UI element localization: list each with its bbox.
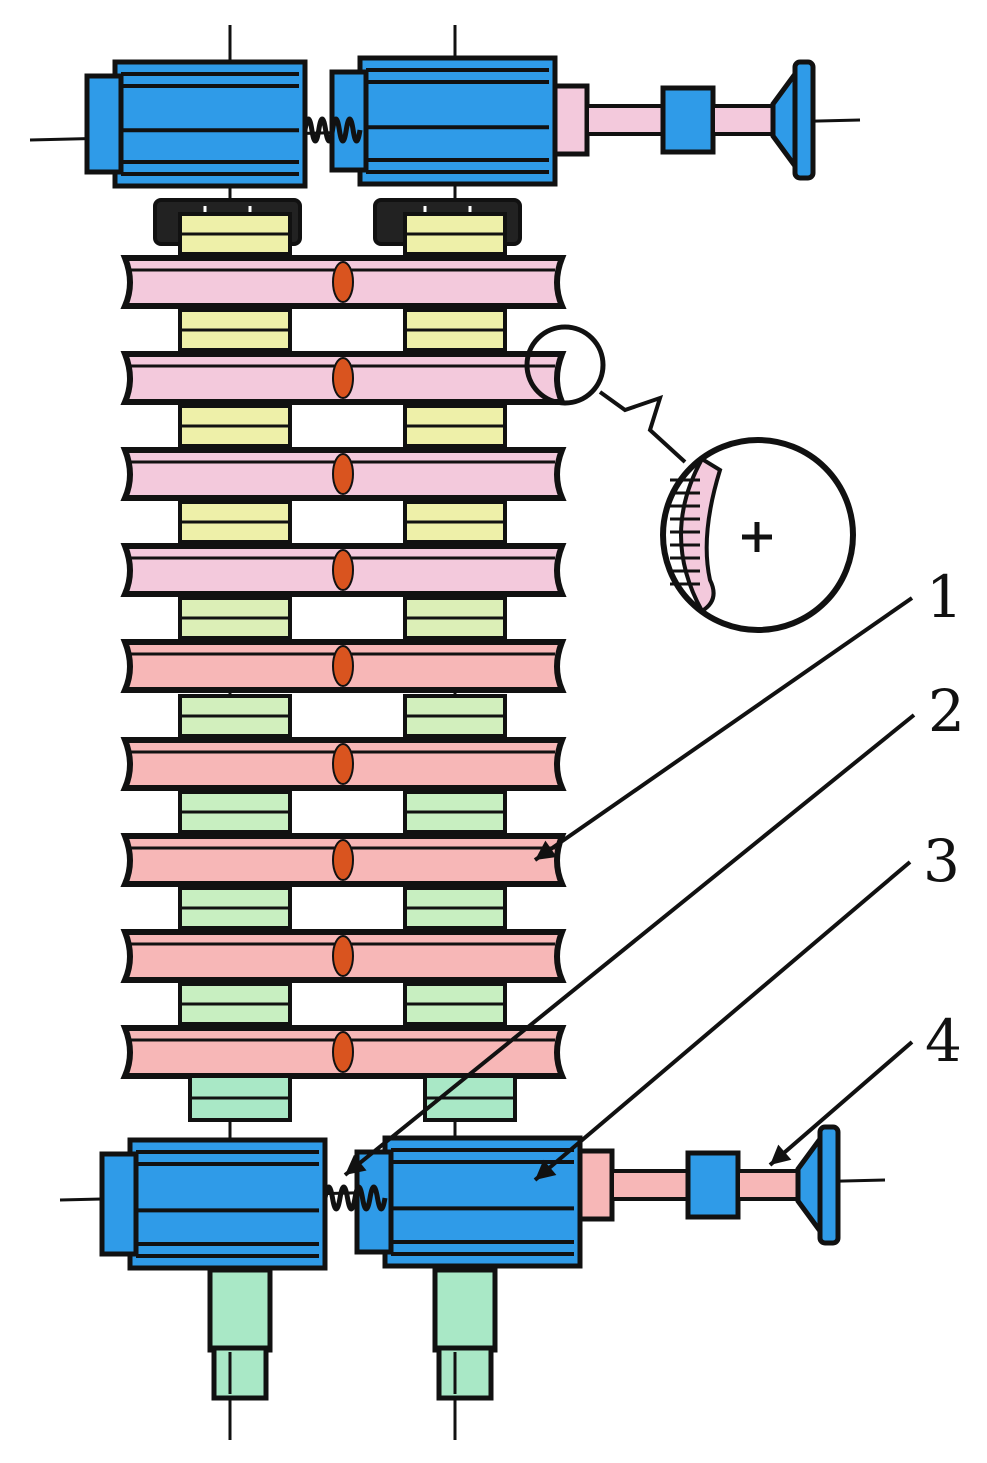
- weld-joint: [332, 549, 354, 591]
- leader-arrowhead: [345, 1154, 367, 1175]
- top-handwheel-shaft-wheel-rim: [792, 59, 816, 181]
- leader-line: [768, 1040, 914, 1167]
- weld-joint: [332, 935, 354, 977]
- weld-joint: [332, 743, 354, 785]
- disc-stack: [120, 212, 567, 1122]
- top-right-housing-body: [357, 55, 558, 187]
- callout-3: 3: [923, 827, 960, 895]
- top-left-housing-flange: [84, 73, 124, 175]
- output-shaft-end: [436, 1345, 494, 1401]
- top-handwheel-shaft: [552, 59, 816, 181]
- weld-joint: [332, 357, 354, 399]
- bottom-left-housing-flange: [99, 1151, 139, 1257]
- weld-joint: [332, 261, 354, 303]
- spring-icon: [302, 116, 363, 144]
- output-shaft: [432, 1267, 498, 1353]
- output-shaft: [207, 1267, 273, 1353]
- top-drive-assembly: [84, 55, 816, 246]
- weld-joint: [332, 645, 354, 687]
- bottom-handwheel-shaft-collar: [577, 1148, 615, 1222]
- detail-connector: [598, 390, 687, 464]
- detail-magnifier: [524, 324, 856, 633]
- bottom-handwheel-shaft-wheel-rim: [817, 1124, 841, 1246]
- leader-arrowhead: [770, 1144, 792, 1165]
- top-left-housing-body: [112, 59, 308, 189]
- top-right-housing: [329, 55, 558, 187]
- leader-line: [343, 713, 916, 1177]
- bottom-handwheel-shaft-rod2: [736, 1169, 800, 1201]
- leader-line: [533, 596, 914, 862]
- bottom-handwheel-shaft-nut: [685, 1150, 741, 1220]
- weld-joint: [332, 453, 354, 495]
- top-handwheel-shaft-nut: [660, 85, 716, 155]
- handwheel-icon: [795, 1131, 823, 1239]
- top-handwheel-shaft-rod: [585, 104, 665, 136]
- top-left-housing: [84, 59, 308, 189]
- detail-circle-icon: [524, 324, 606, 406]
- callout-1: 1: [926, 563, 963, 631]
- leader-line: [533, 860, 912, 1182]
- weld-joint: [332, 839, 354, 881]
- bottom-left-housing-body: [127, 1137, 328, 1271]
- top-handwheel-shaft-collar: [552, 83, 590, 157]
- callout-2: 2: [928, 677, 965, 745]
- bottom-handwheel-shaft: [577, 1124, 841, 1246]
- leader-arrowhead: [535, 840, 557, 860]
- top-handwheel-shaft-rod2: [711, 104, 775, 136]
- leader-lines: [343, 596, 916, 1182]
- bottom-drive-assembly: [99, 1124, 841, 1401]
- callout-4: 4: [925, 1007, 962, 1075]
- spring-icon: [322, 1184, 388, 1212]
- bottom-right-housing: [354, 1135, 583, 1269]
- bottom-right-housing-body: [382, 1135, 583, 1269]
- bottom-handwheel-shaft-rod: [610, 1169, 690, 1201]
- weld-joint: [332, 1031, 354, 1073]
- output-shaft-end: [211, 1345, 269, 1401]
- leader-arrowhead: [535, 1159, 557, 1180]
- handwheel-icon: [770, 66, 798, 174]
- detail-section: [679, 456, 723, 614]
- bottom-left-housing: [99, 1137, 328, 1271]
